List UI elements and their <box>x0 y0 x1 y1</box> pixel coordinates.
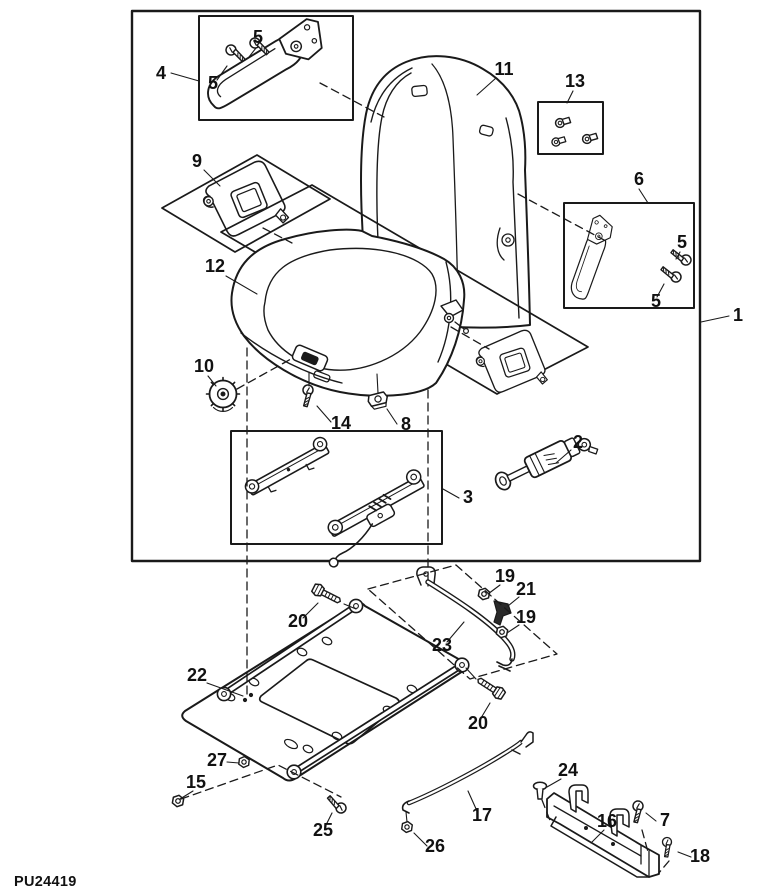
leader-lines <box>170 47 730 858</box>
callout-24: 24 <box>558 760 578 780</box>
callout-25: 25 <box>313 820 333 840</box>
part-screw-18 <box>660 835 676 859</box>
part-box-armrest-right <box>550 202 695 309</box>
main-assembly-border <box>130 9 702 563</box>
callout-19b: 19 <box>516 607 536 627</box>
callout-20a: 20 <box>288 611 308 631</box>
callout-7: 7 <box>660 810 670 830</box>
part-seat-stop-bracket <box>546 784 660 878</box>
callout-20b: 20 <box>468 713 488 733</box>
callout-6: 6 <box>634 169 644 189</box>
callout-3: 3 <box>463 487 473 507</box>
part-bolt-20-right <box>473 673 508 702</box>
callout-15: 15 <box>186 772 206 792</box>
figure-code: PU24419 <box>14 874 77 890</box>
callout-16: 16 <box>597 811 617 831</box>
callout-8: 8 <box>401 414 411 434</box>
callout-5c: 5 <box>677 232 687 252</box>
callout-11: 11 <box>494 59 513 79</box>
part-seat-switch-lower <box>471 327 550 402</box>
callout-1: 1 <box>733 305 743 325</box>
part-screw-14 <box>300 383 316 408</box>
part-clip-nut-8 <box>367 391 388 410</box>
part-box-armrest-left <box>194 15 354 121</box>
callout-17: 17 <box>472 805 492 825</box>
callout-5d: 5 <box>651 291 661 311</box>
part-push-pin-24 <box>532 781 548 800</box>
callout-4: 4 <box>156 63 166 83</box>
callout-14: 14 <box>331 413 351 433</box>
part-screw-7 <box>630 799 646 824</box>
callout-13: 13 <box>565 71 585 91</box>
part-adjuster-knob <box>205 376 241 412</box>
part-clip-21 <box>493 600 512 626</box>
part-bolt-20-top <box>310 581 344 608</box>
part-seat-switch-frame <box>161 154 331 253</box>
callout-5a: 5 <box>253 27 263 47</box>
callout-12: 12 <box>205 256 225 276</box>
part-nut-19-lower <box>494 624 510 640</box>
part-adjust-rod <box>401 731 534 814</box>
callout-18: 18 <box>690 846 710 866</box>
alignment-dashed-lines <box>180 82 670 875</box>
callout-10: 10 <box>194 356 214 376</box>
callout-9: 9 <box>192 151 202 171</box>
callout-19a: 19 <box>495 566 515 586</box>
callout-22: 22 <box>187 665 207 685</box>
part-box-hardware-kit <box>537 101 604 155</box>
part-support-plate <box>181 598 470 782</box>
callout-labels: 4 5 5 9 11 13 6 5 5 1 12 10 14 8 2 3 19 … <box>156 27 743 866</box>
part-stabilizer-bracket <box>416 566 516 672</box>
part-seat-cushion <box>230 228 470 397</box>
callout-27: 27 <box>207 750 227 770</box>
part-bolt-25 <box>323 794 349 816</box>
callout-26: 26 <box>425 836 445 856</box>
part-nut-15 <box>171 793 185 809</box>
callout-5b: 5 <box>208 73 218 93</box>
assembly-plane-frame <box>220 184 589 395</box>
part-shock-absorber <box>494 437 599 491</box>
part-nut-26 <box>400 820 414 834</box>
callout-21: 21 <box>516 579 536 599</box>
part-box-slide-rails <box>230 430 443 568</box>
callout-2: 2 <box>573 432 583 452</box>
callout-23: 23 <box>432 635 452 655</box>
